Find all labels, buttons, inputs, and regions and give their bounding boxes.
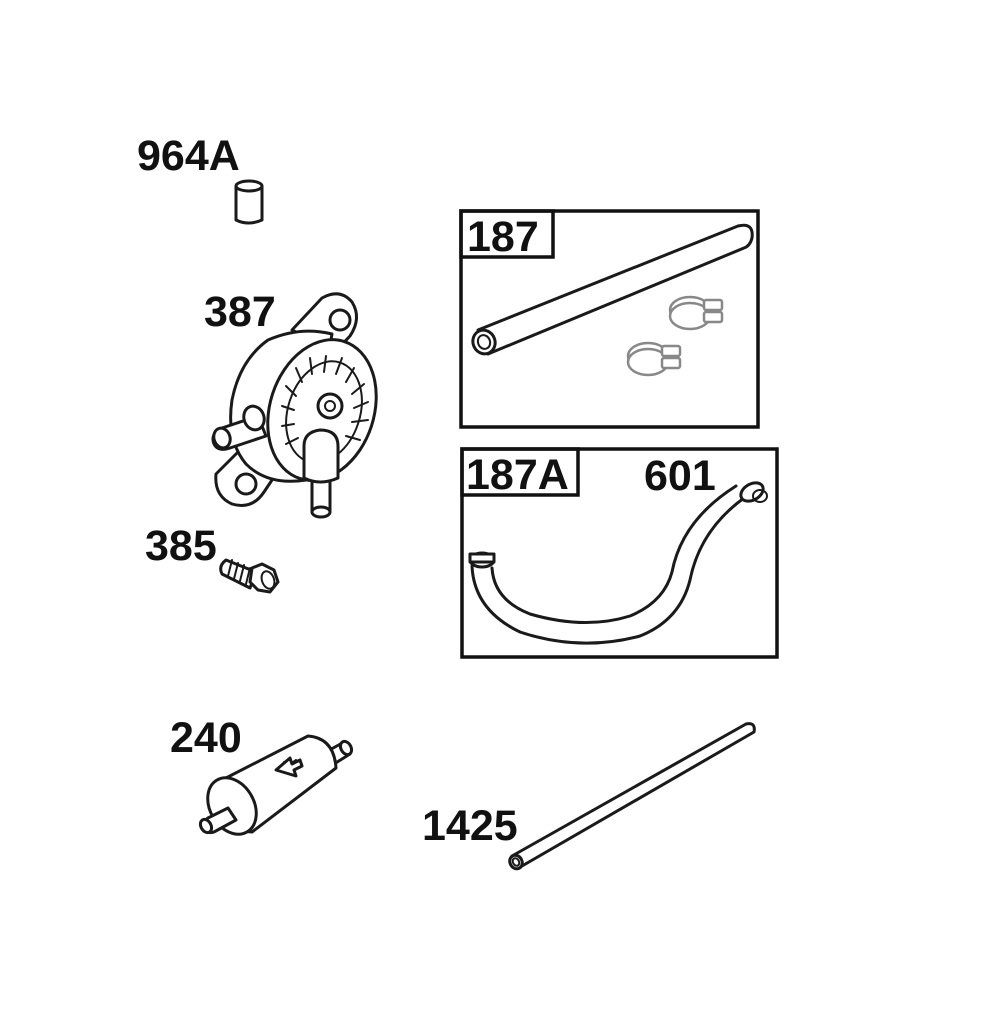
part-1425[interactable]: 1425 [422, 722, 756, 871]
part-387[interactable]: 387 [204, 288, 394, 519]
kit-187-frame [459, 209, 760, 429]
label-240: 240 [170, 714, 242, 762]
part-964a[interactable]: 964A [137, 132, 264, 225]
label-964a: 964A [137, 132, 240, 180]
label-187: 187 [467, 213, 539, 261]
formed-fuel-hose-drawing [468, 481, 768, 645]
label-187a: 187A [466, 451, 569, 499]
straight-fuel-line-drawing [508, 722, 756, 871]
fuel-filter-drawing [198, 734, 354, 836]
label-601: 601 [644, 452, 716, 500]
kit-187[interactable]: 187 [459, 209, 760, 429]
kit-187a[interactable]: 187A 601 [460, 447, 779, 659]
fuel-pump-drawing [211, 292, 378, 519]
part-240[interactable]: 240 [170, 714, 354, 843]
label-1425: 1425 [422, 802, 518, 850]
label-385: 385 [145, 522, 217, 570]
label-387: 387 [204, 288, 276, 336]
part-385[interactable]: 385 [145, 522, 280, 594]
screw-drawing [219, 558, 280, 594]
kit-187a-tab [460, 447, 580, 497]
kit-187-tab [459, 209, 555, 259]
sleeve-drawing [234, 179, 264, 225]
hose-clamp-drawing [626, 295, 724, 377]
fuel-line-drawing [471, 223, 754, 356]
kit-187a-frame [460, 447, 779, 659]
